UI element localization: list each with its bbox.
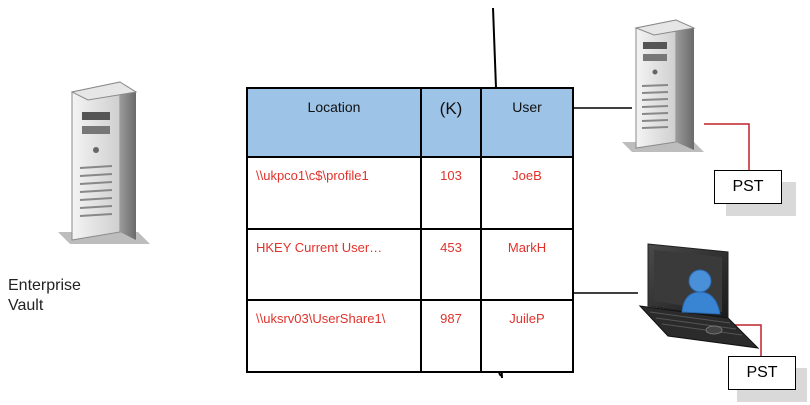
- table-row: \\ukpco1\c$\profile1 103 JoeB: [246, 156, 574, 230]
- pst-box-laptop: PST: [728, 356, 796, 390]
- cell-location: \\ukpco1\c$\profile1: [246, 156, 422, 230]
- table-row: HKEY Current User… 453 MarkH: [246, 227, 574, 302]
- cell-size: 103: [420, 156, 482, 230]
- cell-user: JuileP: [480, 299, 574, 373]
- vault-caption: Enterprise Vault: [8, 276, 81, 316]
- network-line-bottom: [498, 372, 502, 377]
- header-size: (K): [420, 86, 482, 159]
- table-header-row: Location (K) User: [246, 86, 574, 159]
- cell-location: \\uksrv03\UserShare1\: [246, 299, 422, 373]
- cell-user: JoeB: [480, 156, 574, 230]
- pst-server-connector: [704, 123, 750, 170]
- cell-user: MarkH: [480, 227, 574, 302]
- pst-location-table: Location (K) User \\ukpco1\c$\profile1 1…: [246, 86, 574, 373]
- network-line-top: [492, 7, 497, 89]
- vault-caption-line1: Enterprise: [8, 277, 81, 294]
- header-user: User: [480, 86, 574, 159]
- server-tower-icon: [622, 19, 704, 152]
- laptop-user-icon: [638, 243, 760, 349]
- vault-caption-line2: Vault: [8, 297, 44, 314]
- pst-box-server: PST: [714, 170, 782, 204]
- header-location: Location: [246, 86, 422, 159]
- cell-size: 453: [420, 227, 482, 302]
- cell-location: HKEY Current User…: [246, 227, 422, 302]
- cell-size: 987: [420, 299, 482, 373]
- table-row: \\uksrv03\UserShare1\ 987 JuileP: [246, 299, 574, 373]
- server-tower-icon: [58, 81, 150, 244]
